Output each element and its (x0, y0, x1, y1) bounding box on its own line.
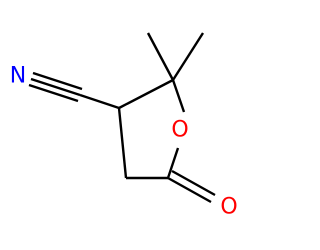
carbonyl-oxygen-atom-label: O (220, 195, 237, 220)
bond-nitrile-1 (30, 77, 81, 97)
bond-carbonyl-2 (171, 169, 216, 197)
bond-o-ring-c5 (166, 147, 180, 179)
bond-c2-methyl-b (171, 32, 205, 81)
bond-c2-methyl-a (146, 32, 175, 81)
bond-nitrile-3 (28, 83, 79, 103)
ring-oxygen-atom-label: O (171, 118, 188, 143)
bond-carbonyl-1 (167, 176, 212, 204)
molecule-structure-diagram: N O O (10, 32, 238, 220)
bond-c3-c2 (118, 78, 174, 110)
bond-nitrile-2 (32, 71, 83, 91)
bond-c4-c3 (117, 107, 128, 179)
bond-c2-o-ring (171, 79, 186, 113)
nitrogen-atom-label: N (10, 64, 26, 89)
bond-c3-cn (79, 93, 120, 110)
structure-canvas: N O O (10, 32, 238, 220)
